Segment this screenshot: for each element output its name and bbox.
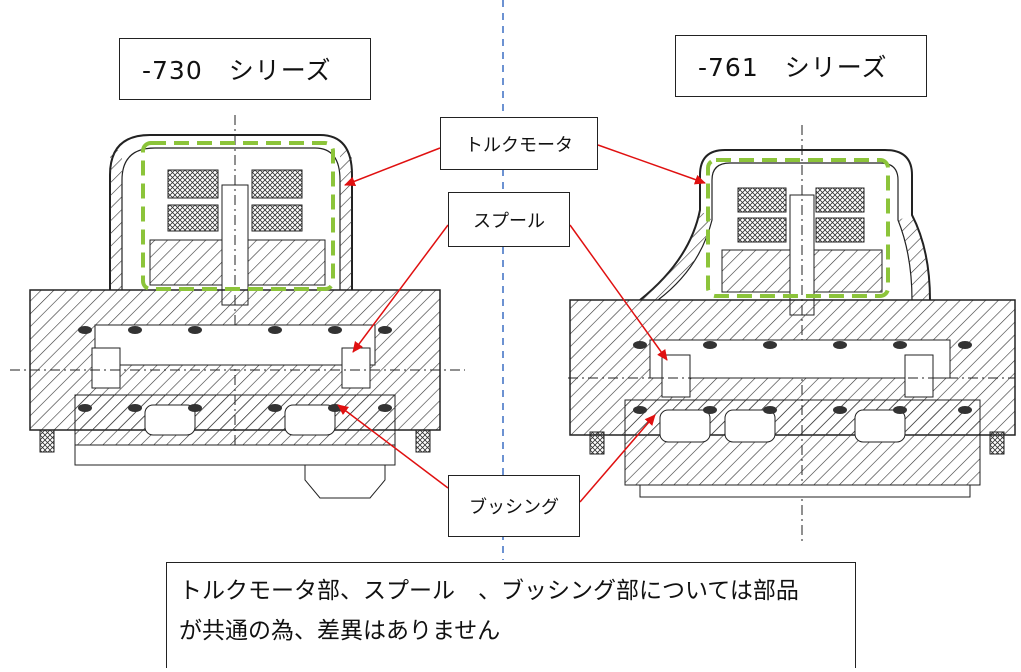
callout-arrows [337, 144, 706, 503]
right-valve-drawing [568, 125, 1016, 545]
arrow-torque-left [344, 147, 441, 187]
arrow-torque-right [597, 144, 706, 185]
summary-note-line2: が共通の為、差異はありません [179, 618, 501, 644]
right-torque-motor-highlight [706, 158, 890, 298]
summary-note: トルクモータ部、スプール 、ブッシング部については部品 が共通の為、差異はありま… [166, 562, 856, 668]
left-series-title: -730 シリーズ [119, 38, 371, 100]
right-series-title: -761 シリーズ [675, 35, 927, 97]
arrow-bushing-right [579, 414, 656, 503]
summary-note-line1: トルクモータ部、スプール 、ブッシング部については部品 [179, 578, 799, 604]
left-torque-motor-highlight [141, 141, 335, 291]
left-coil [167, 169, 219, 199]
arrow-spool-right [569, 224, 668, 361]
arrow-bushing-left [337, 404, 449, 489]
torque-motor-label: トルクモータ [440, 117, 598, 170]
bushing-label: ブッシング [448, 475, 580, 537]
spool-label: スプール [448, 192, 570, 247]
right-coil [737, 187, 787, 213]
left-valve-drawing [10, 115, 465, 499]
arrow-spool-left [352, 224, 449, 353]
